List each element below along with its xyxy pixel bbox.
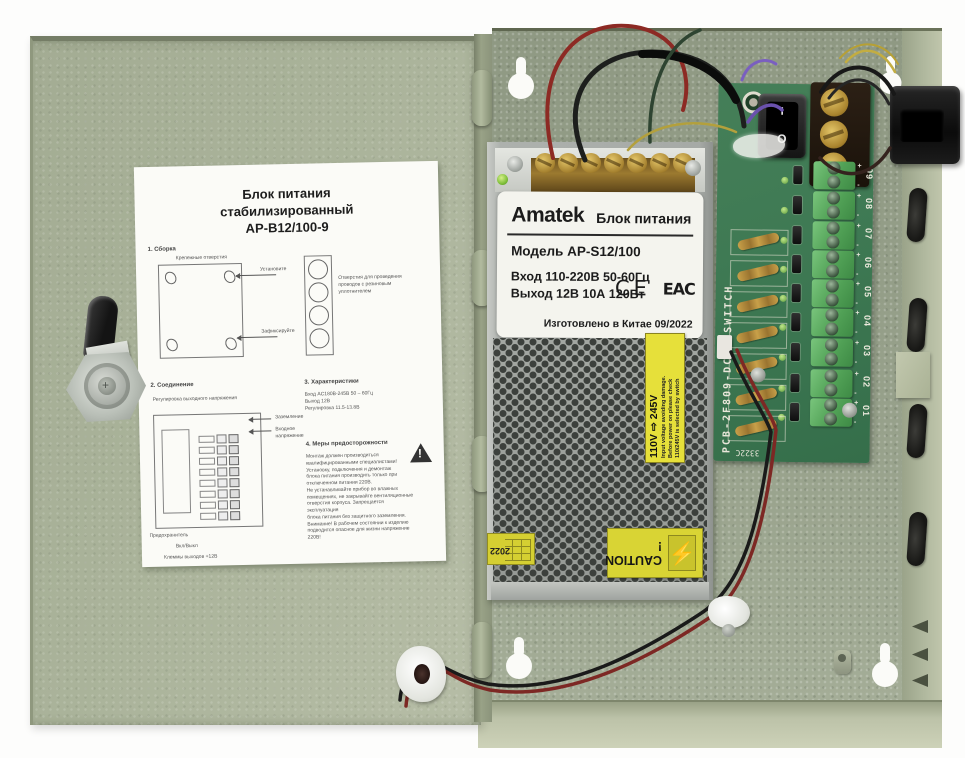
wire-holes-label: Отверстия для проведения проводов с рези… xyxy=(338,273,402,295)
output-wire-connector xyxy=(716,334,733,360)
output-clamps-label: Клеммы выходов +12В xyxy=(163,553,218,561)
safety-text: Монтаж должен производиться квалифициров… xyxy=(305,452,414,541)
voltage-selector-label: 110V ⇨ 245V Input voltage avoiding damag… xyxy=(645,333,685,463)
ground-label: Заземление xyxy=(275,413,304,421)
section1-heading: 1. Сборка xyxy=(147,246,176,253)
leader-line xyxy=(237,336,278,339)
product-name: Блок питания xyxy=(596,209,692,227)
qc-year: 2022 xyxy=(490,546,511,556)
hinge-knuckle xyxy=(472,622,492,678)
keyhole-mount-hole xyxy=(508,57,534,99)
cable-entry-grommet xyxy=(906,187,928,243)
label-divider xyxy=(507,233,694,237)
lightning-icon: ⚡ xyxy=(668,535,696,571)
leader-line xyxy=(236,274,277,277)
voltage-110: 110V xyxy=(648,434,660,458)
specs-text: Вход AC180В-245В 50 – 60Гц Выход 12В Рег… xyxy=(304,390,374,412)
brass-screw xyxy=(820,88,849,117)
terminal-screw xyxy=(604,153,624,173)
terminal-screw xyxy=(627,153,647,173)
wire-holes-diagram xyxy=(303,255,334,356)
onoff-label: Вкл/Выкл xyxy=(175,542,198,550)
voltage-note-3: Input voltage avoiding damage. xyxy=(660,375,667,458)
install-label: Установите xyxy=(259,266,287,273)
case-screw xyxy=(685,160,701,176)
voltage-note-1: 110/245V is selected by switch xyxy=(675,378,682,459)
instruction-sheet: Блок питания стабилизированный АР-В12/10… xyxy=(133,160,447,568)
fuse xyxy=(727,415,787,442)
cable-entry-grommet xyxy=(906,297,928,353)
terminal-screw xyxy=(558,153,578,173)
cabinet-bottom-wall xyxy=(478,700,942,748)
terminal-screw xyxy=(650,153,670,173)
standoff xyxy=(834,650,851,674)
clamp-screw xyxy=(722,624,735,637)
psu-terminal-strip xyxy=(495,148,705,192)
power-led xyxy=(497,174,508,185)
section3-heading: 3. Характеристики xyxy=(304,378,359,386)
fix-label: Зафиксируйте xyxy=(261,327,295,335)
fuse-label: Предохранитель xyxy=(149,532,189,539)
fuse xyxy=(728,322,788,349)
keyhole-mount-hole xyxy=(872,643,898,687)
pcb-code-text: 3322C xyxy=(735,448,760,458)
arrow-icon: ⇨ xyxy=(648,422,660,432)
brass-screw xyxy=(819,120,849,149)
qc-date-label: 2022 xyxy=(487,533,535,565)
keyhole-mount-hole xyxy=(506,637,532,679)
latch-tab xyxy=(896,352,930,398)
pcb-screw xyxy=(750,367,766,383)
power-inlet-connector xyxy=(890,86,960,164)
output-channel-09: +-09 xyxy=(717,161,874,190)
cable-entry-grommet xyxy=(906,511,928,567)
terminal-screw xyxy=(581,153,601,173)
eac-mark-icon: EAC xyxy=(662,279,695,299)
power-supply-module: Amatek Блок питания Модель AP-S12/100 Вх… xyxy=(487,142,713,600)
mount-plate-diagram xyxy=(157,262,244,359)
fuse xyxy=(729,260,789,287)
switch-on-mark: I xyxy=(780,105,784,118)
voltage-245: 245V xyxy=(648,394,660,420)
ce-mark-icon: CE xyxy=(614,276,651,301)
voltage-note-2: Before power on please check xyxy=(668,378,675,458)
section4-heading: 4. Меры предосторожности xyxy=(305,439,388,448)
output-channel-08: +-08 xyxy=(717,191,874,220)
psu-bottom-lip xyxy=(491,582,709,600)
case-screw xyxy=(507,156,523,172)
caution-text: CAUTION ! xyxy=(605,539,662,567)
cable-entry-grommet xyxy=(906,403,928,459)
warning-triangle-icon xyxy=(409,443,433,463)
psu-rating-label: Amatek Блок питания Модель AP-S12/100 Вх… xyxy=(496,191,704,339)
mount-holes-label: Крепежные отверстия xyxy=(175,254,228,262)
fuse xyxy=(728,384,787,411)
section2-heading: 2. Соединение xyxy=(150,382,194,389)
model-text: Модель AP-S12/100 xyxy=(511,243,641,260)
hinge-knuckle xyxy=(472,70,492,126)
made-in-text: Изготовлено в Китае 09/2022 xyxy=(543,317,693,331)
brand-logo: Amatek xyxy=(511,203,585,227)
door-wire-grommet xyxy=(396,646,446,702)
fuse xyxy=(729,291,788,318)
lock-screw xyxy=(98,377,116,395)
sheet-title: Блок питания стабилизированный АР-В12/10… xyxy=(219,185,354,236)
terminal-screw xyxy=(535,153,555,173)
fuse xyxy=(730,229,789,256)
adjust-label: Регулировка выходного напряжения xyxy=(152,395,238,403)
caution-label: ⚡ CAUTION ! xyxy=(605,528,703,578)
input-voltage-label: Входное напряжение xyxy=(275,425,304,440)
